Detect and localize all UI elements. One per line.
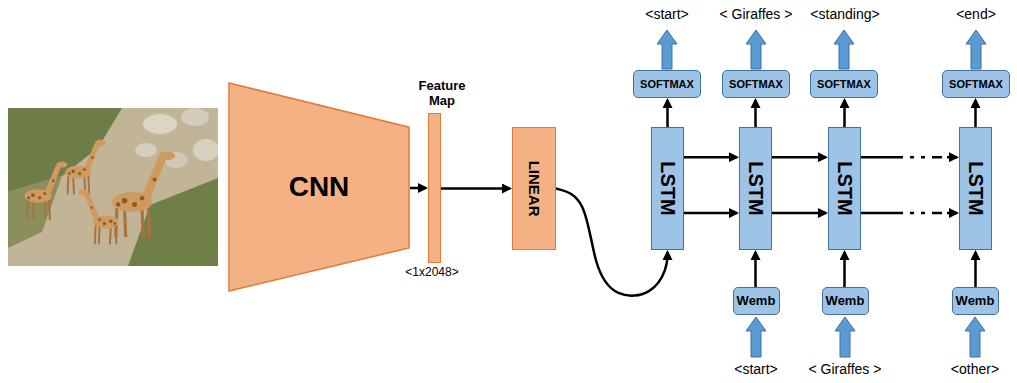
dimension-label: <1x2048> — [392, 266, 472, 280]
cnn-block: CNN — [228, 82, 410, 292]
lstm-cell: LSTM — [651, 127, 684, 250]
embedding-box: Wemb — [952, 287, 999, 315]
block-arrow — [835, 317, 855, 357]
block-arrow — [966, 30, 986, 69]
block-label: SOFTMAX — [949, 78, 1003, 91]
word-token: < Giraffes > — [809, 361, 882, 377]
softmax-box: SOFTMAX — [942, 70, 1010, 98]
output-arrows — [657, 30, 986, 69]
connector-arrow — [754, 252, 757, 287]
block-label: LSTM — [964, 161, 987, 215]
cnn-shape — [229, 83, 409, 291]
block-label: Wemb — [737, 294, 776, 309]
block-label: Wemb — [956, 294, 995, 309]
photo-rock — [135, 143, 157, 157]
block-label: LSTM — [656, 161, 679, 215]
block-label: SOFTMAX — [640, 78, 694, 91]
connector-arrow — [441, 187, 510, 190]
block-label: LSTM — [833, 161, 856, 215]
connector-arrow — [861, 212, 957, 215]
block-label: LSTM — [744, 161, 767, 215]
connector-arrow — [843, 100, 846, 127]
connector-arrow — [684, 156, 737, 159]
embedding-box: Wemb — [733, 287, 780, 315]
block-arrow — [965, 317, 985, 357]
giraffe-figure — [65, 140, 105, 195]
word-token: < Giraffes > — [720, 6, 793, 22]
giraffe-figure — [24, 162, 67, 220]
softmax-box: SOFTMAX — [633, 70, 701, 98]
photo-grass — [8, 176, 62, 248]
feature-map-bar: Feature Map<1x2048> — [428, 113, 441, 263]
embedding-box: Wemb — [822, 287, 869, 315]
connector-arrow — [666, 100, 669, 127]
word-token: <start> — [734, 361, 778, 377]
block-arrow — [746, 30, 766, 69]
connector-arrow — [410, 187, 426, 190]
softmax-box: SOFTMAX — [810, 70, 878, 98]
word-token: <end> — [956, 6, 996, 22]
connector-arrow — [843, 252, 846, 287]
photo-grass — [8, 108, 122, 192]
photo-ground — [8, 108, 218, 266]
lstm-cell: LSTM — [739, 127, 772, 250]
connector-arrow — [772, 212, 826, 215]
block-label: Wemb — [826, 294, 865, 309]
connector-arrow — [754, 100, 757, 127]
photo-rock — [181, 108, 209, 126]
giraffe-figure — [78, 190, 118, 245]
photo-rock — [143, 114, 177, 134]
word-token: <other> — [951, 361, 999, 377]
block-label: CNN — [289, 171, 350, 203]
input-arrows — [746, 317, 985, 357]
connector-arrow — [974, 252, 977, 287]
lstm-cell: LSTM — [959, 127, 992, 250]
connector-arrow — [772, 156, 826, 159]
block-arrow — [657, 30, 677, 69]
connector-arrow — [974, 100, 977, 127]
block-label: SOFTMAX — [729, 78, 783, 91]
block-label: LINEAR — [525, 161, 542, 217]
lstm-cell: LSTM — [828, 127, 861, 250]
softmax-box: SOFTMAX — [722, 70, 790, 98]
block-label: SOFTMAX — [817, 78, 871, 91]
photo-rock — [193, 139, 218, 161]
word-token: <standing> — [810, 6, 879, 22]
linear-layer: LINEAR — [512, 127, 556, 250]
block-arrow — [834, 30, 854, 69]
giraffe-figure — [112, 151, 175, 237]
feature-map-title: Feature Map — [410, 79, 474, 109]
giraffe-photo — [8, 108, 218, 266]
word-token: <start> — [645, 6, 689, 22]
connector-arrow — [684, 212, 737, 215]
connector-arrow — [861, 156, 957, 159]
block-arrow — [746, 317, 766, 357]
